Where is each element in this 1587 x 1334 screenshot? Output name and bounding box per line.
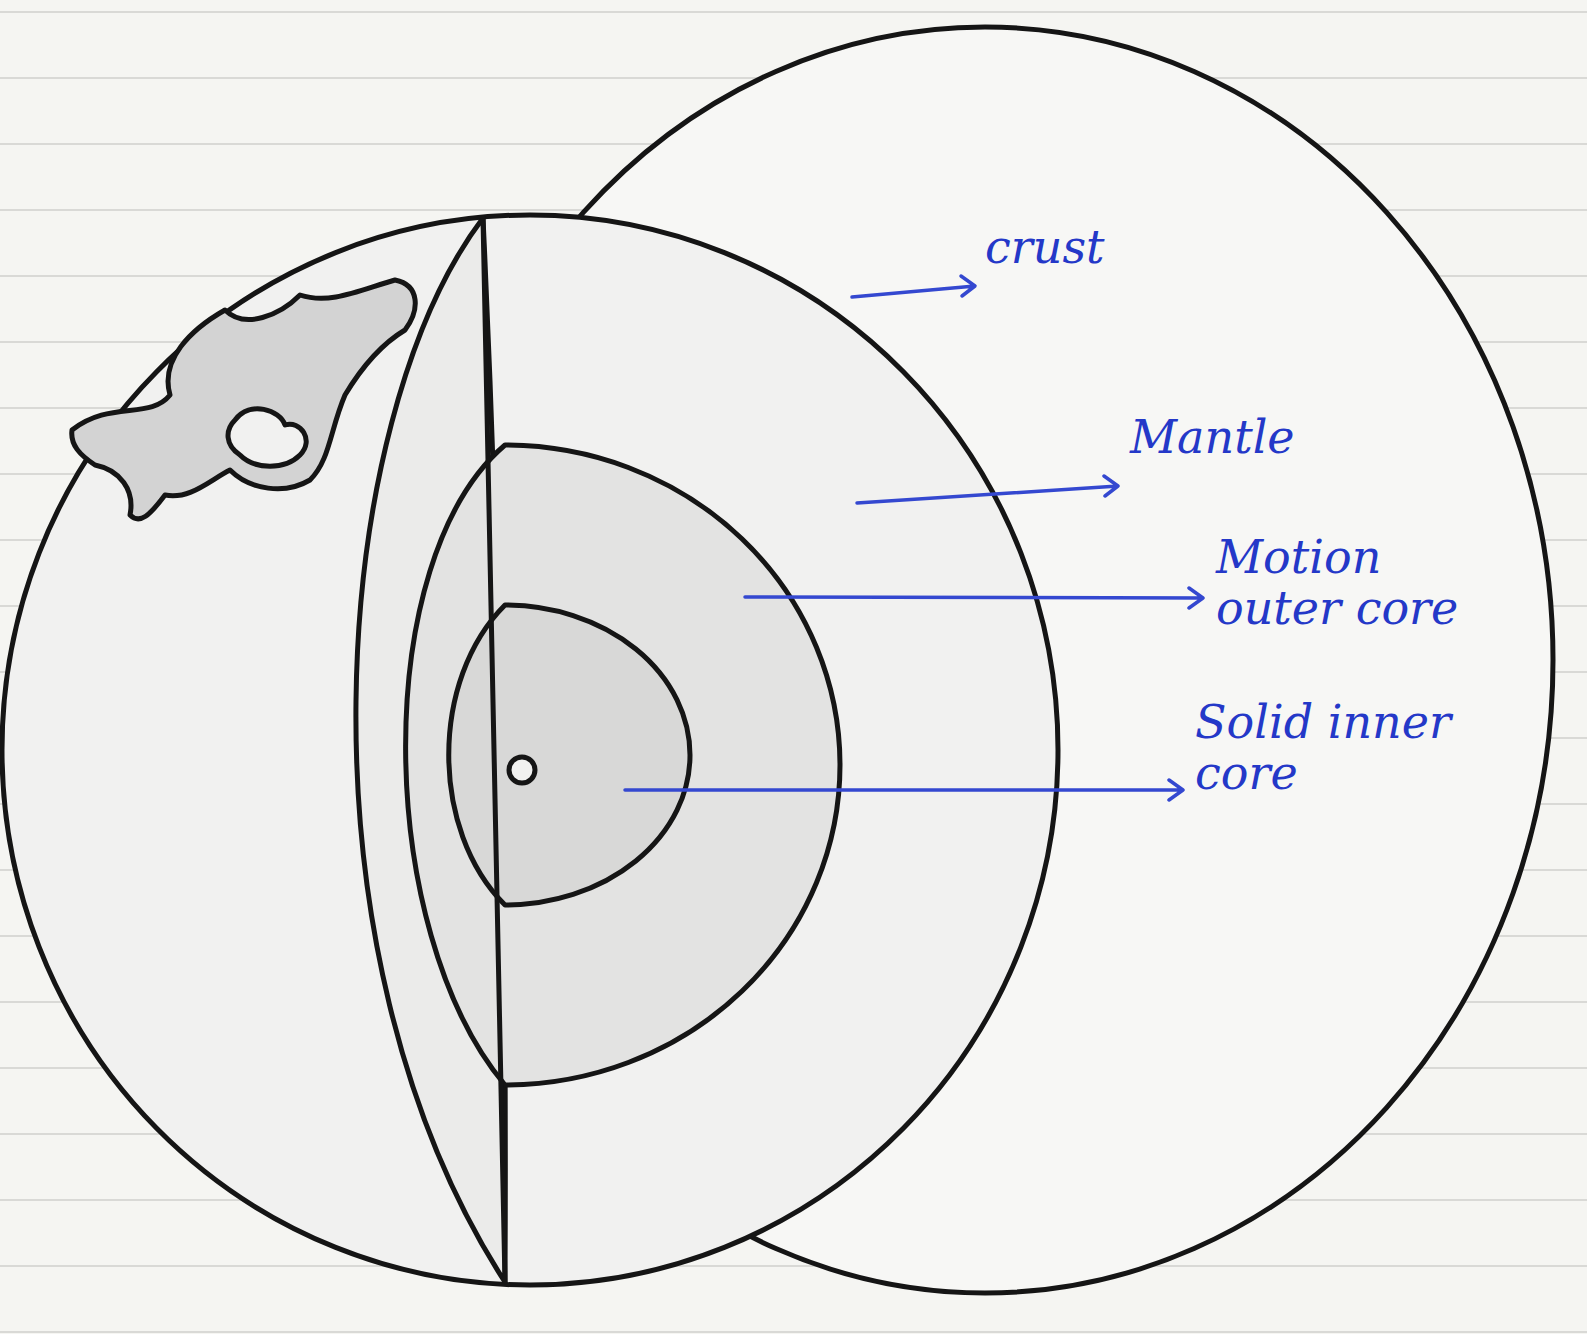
layer-label: Mantle bbox=[1130, 412, 1460, 463]
leader-arrows bbox=[625, 276, 1203, 800]
earth-sphere bbox=[2, 215, 1058, 1285]
leader-arrow bbox=[852, 276, 975, 297]
outer-core bbox=[406, 445, 840, 1085]
leader-arrow bbox=[857, 476, 1118, 503]
paper-lines bbox=[0, 12, 1587, 1332]
cut-line bbox=[483, 218, 505, 1282]
island bbox=[228, 409, 306, 466]
layer-label: Motion outer core bbox=[1216, 532, 1506, 633]
layer-label: crust bbox=[985, 222, 1285, 273]
leader-arrow bbox=[625, 780, 1183, 800]
continent bbox=[72, 280, 415, 519]
leader-arrow bbox=[745, 588, 1203, 608]
centre bbox=[509, 757, 535, 783]
inner-core bbox=[449, 605, 690, 905]
layer-label: Solid inner core bbox=[1195, 697, 1495, 798]
